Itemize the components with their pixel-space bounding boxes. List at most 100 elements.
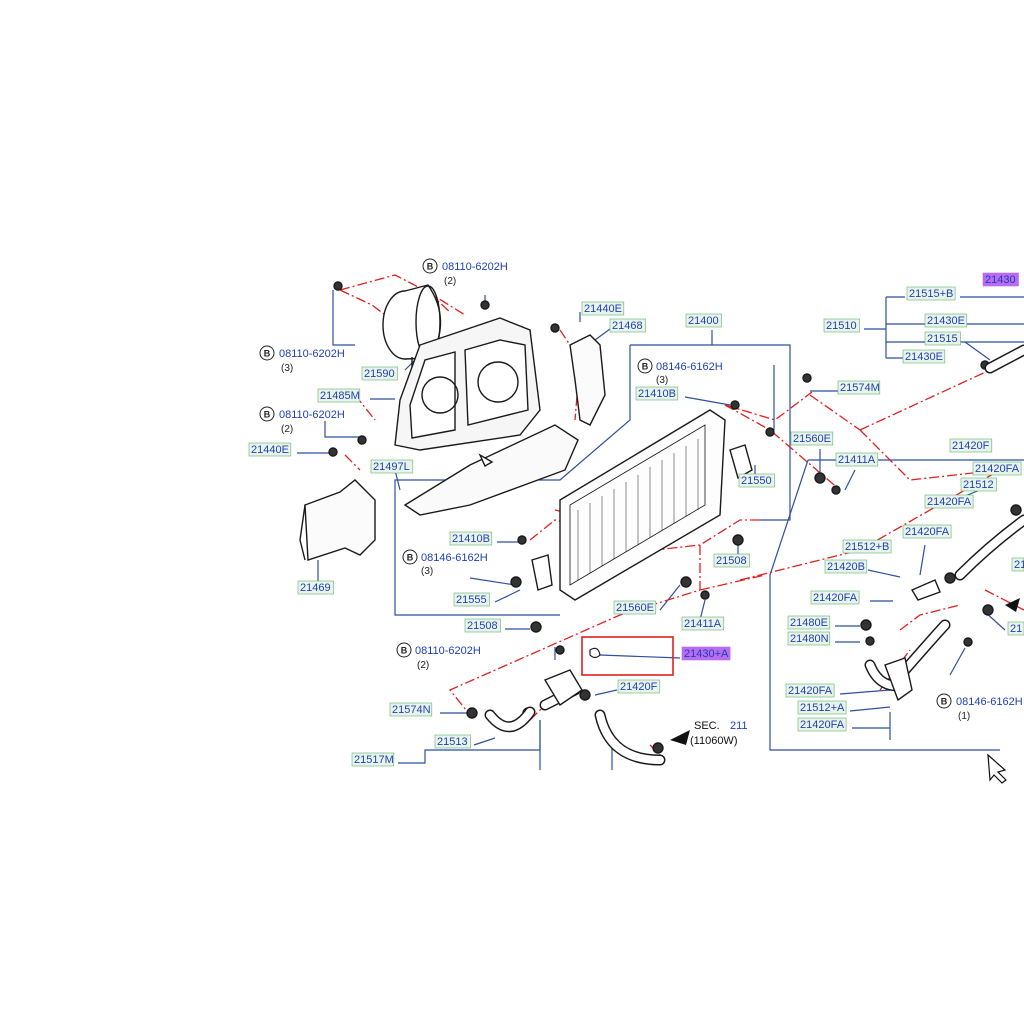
bolt-callout-2[interactable]: B 08110-6202H (3) bbox=[259, 345, 345, 374]
part-label-p21411A_bot[interactable]: 21411A bbox=[681, 616, 725, 631]
bolt-code: 08146-6162H bbox=[956, 696, 1023, 708]
radiator-21400 bbox=[559, 409, 726, 601]
part-label-p21440E_left[interactable]: 21440E bbox=[248, 442, 292, 457]
part-label-p21430E_b[interactable]: 21430E bbox=[902, 349, 946, 364]
bolt-qty: (2) bbox=[281, 424, 293, 435]
part-label-p21497L[interactable]: 21497L bbox=[370, 459, 414, 474]
part-label-p21480E[interactable]: 21480E bbox=[787, 615, 831, 630]
part-label-p21550[interactable]: 21550 bbox=[738, 473, 775, 488]
part-label-p21420FA_6[interactable]: 21420FA bbox=[797, 717, 847, 732]
b-circle-letter: B bbox=[642, 362, 649, 372]
part-label-p21512A[interactable]: 21512+A bbox=[797, 700, 847, 715]
part-label-p21430[interactable]: 21430 bbox=[982, 272, 1019, 287]
part-label-p21515B[interactable]: 21515+B bbox=[906, 286, 956, 301]
part-label-p21_edge1[interactable]: 21 bbox=[1011, 557, 1024, 572]
section-reference[interactable]: SEC. 211 (11060W) bbox=[690, 720, 748, 747]
bolt-code: 08146-6162H bbox=[656, 361, 723, 373]
part-label-p21512[interactable]: 21512 bbox=[960, 477, 997, 492]
part-label-p21410B_mid[interactable]: 21410B bbox=[449, 531, 493, 546]
part-label-p21512B[interactable]: 21512+B bbox=[842, 539, 892, 554]
part-number-text: 21430E bbox=[905, 351, 943, 363]
part-label-p21_edge2[interactable]: 21 bbox=[1007, 621, 1024, 636]
bolt-code: 08110-6202H bbox=[279, 409, 345, 421]
bolt-callout-3[interactable]: B 08110-6202H (2) bbox=[259, 406, 345, 435]
part-label-p21420F_bot[interactable]: 21420F bbox=[617, 679, 661, 694]
part-label-p21400[interactable]: 21400 bbox=[685, 313, 722, 328]
part-label-p21515[interactable]: 21515 bbox=[924, 331, 961, 346]
part-label-box bbox=[842, 539, 892, 554]
part-label-p21420FA_5[interactable]: 21420FA bbox=[785, 683, 835, 698]
fan-shroud-21485M bbox=[394, 317, 541, 451]
water-outlet-21513 bbox=[543, 669, 583, 706]
part-label-box bbox=[924, 494, 974, 509]
part-number-text: 21468 bbox=[612, 320, 643, 332]
part-number-text: 21485M bbox=[320, 390, 360, 402]
part-label-box bbox=[823, 318, 860, 333]
bolt-code: 08146-6162H bbox=[421, 552, 488, 564]
part-label-box bbox=[960, 477, 997, 492]
part-label-p21411A_top[interactable]: 21411A bbox=[835, 452, 879, 467]
part-label-p21560E_bot[interactable]: 21560E bbox=[613, 600, 657, 615]
part-label-p21420B[interactable]: 21420B bbox=[824, 559, 868, 574]
part-label-p21430A[interactable]: 21430+A bbox=[681, 646, 731, 661]
part-label-p21574M[interactable]: 21574M bbox=[837, 380, 881, 395]
part-label-p21560E_top[interactable]: 21560E bbox=[790, 431, 834, 446]
part-label-p21430E_a[interactable]: 21430E bbox=[924, 313, 968, 328]
part-label-box bbox=[787, 615, 831, 630]
part-label-p21517M[interactable]: 21517M bbox=[351, 752, 395, 767]
part-label-p21420F_r[interactable]: 21420F bbox=[949, 438, 993, 453]
part-label-p21574N[interactable]: 21574N bbox=[389, 702, 433, 717]
bracket-21555 bbox=[531, 554, 553, 591]
bolt-code: 08110-6202H bbox=[442, 261, 508, 273]
bracket-21550 bbox=[729, 444, 753, 480]
part-label-p21410B_top[interactable]: 21410B bbox=[635, 386, 679, 401]
part-number-text: 21469 bbox=[300, 582, 331, 594]
bolt-callout-1[interactable]: B 08110-6202H (2) bbox=[422, 258, 508, 287]
part-label-p21480N[interactable]: 21480N bbox=[787, 631, 831, 646]
part-label-box bbox=[351, 752, 395, 767]
bolt-callout-5[interactable]: B 08146-6162H (3) bbox=[402, 549, 488, 577]
part-label-p21468[interactable]: 21468 bbox=[609, 318, 646, 333]
part-number-text: 21508 bbox=[467, 620, 498, 632]
part-label-p21485M[interactable]: 21485M bbox=[317, 388, 361, 403]
part-number-text: 21508 bbox=[716, 555, 747, 567]
part-number-text: 21560E bbox=[616, 602, 654, 614]
part-label-box bbox=[681, 646, 731, 661]
part-label-p21508_r[interactable]: 21508 bbox=[713, 553, 750, 568]
part-label-box bbox=[787, 631, 831, 646]
part-label-p21508_bot[interactable]: 21508 bbox=[464, 618, 501, 633]
part-label-p21555[interactable]: 21555 bbox=[453, 592, 490, 607]
connector-21512A bbox=[884, 657, 913, 702]
part-number-text: 21574N bbox=[392, 704, 431, 716]
side-bracket-21468 bbox=[569, 334, 606, 426]
connector-21512B bbox=[910, 579, 941, 601]
part-label-p21420FA_3[interactable]: 21420FA bbox=[902, 524, 952, 539]
part-label-p21590[interactable]: 21590 bbox=[361, 366, 398, 381]
part-label-p21420FA_4[interactable]: 21420FA bbox=[810, 590, 860, 605]
part-label-p21513[interactable]: 21513 bbox=[434, 734, 471, 749]
part-number-text: 21400 bbox=[688, 315, 719, 327]
b-circle-letter: B bbox=[264, 349, 271, 359]
bolt-callout-7[interactable]: B 08146-6162H (1) bbox=[936, 693, 1023, 722]
part-label-p21469[interactable]: 21469 bbox=[297, 580, 334, 595]
part-label-box bbox=[738, 473, 775, 488]
bolt-qty: (2) bbox=[417, 660, 429, 671]
bolt-qty: (3) bbox=[421, 566, 433, 577]
part-label-p21440E_top[interactable]: 21440E bbox=[581, 301, 625, 316]
part-number-text: 21555 bbox=[456, 594, 487, 606]
part-label-p21420FA_1[interactable]: 21420FA bbox=[972, 461, 1022, 476]
sec-arrow-icon bbox=[670, 730, 690, 745]
bolt-callout-6[interactable]: B 08110-6202H (2) bbox=[396, 642, 481, 671]
part-number-text: 21 bbox=[1010, 623, 1022, 635]
part-number-text: 21512+A bbox=[800, 702, 845, 714]
hoses-inner bbox=[486, 346, 1024, 764]
part-label-p21510[interactable]: 21510 bbox=[823, 318, 860, 333]
b-circle-letter: B bbox=[401, 646, 408, 656]
part-number-text: 21550 bbox=[741, 475, 772, 487]
bolt-callout-4[interactable]: B 08146-6162H (3) bbox=[637, 358, 723, 386]
part-label-p21420FA_2[interactable]: 21420FA bbox=[924, 494, 974, 509]
part-label-box bbox=[317, 388, 361, 403]
part-label-box bbox=[370, 459, 414, 474]
part-labels: 21430 21515+B 21510 21430E 21515 21430E 21574M… bbox=[248, 272, 1024, 767]
